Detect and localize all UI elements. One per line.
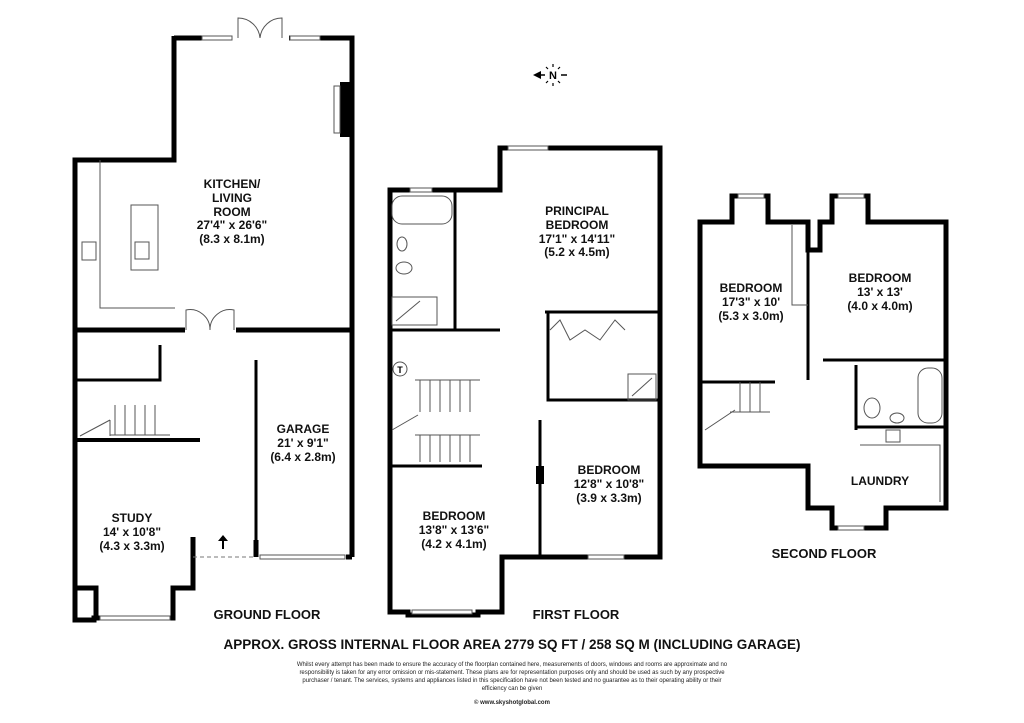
room-dimensions-imperial: 17'1" x 14'11" (538, 231, 616, 246)
room-name: LAUNDRY (850, 474, 910, 488)
gross-floor-area: APPROX. GROSS INTERNAL FLOOR AREA 2779 S… (223, 637, 801, 652)
floor-title-ground: GROUND FLOOR (213, 607, 321, 622)
room-dimensions-metric: (4.3 x 3.3m) (99, 538, 165, 553)
room-name: BEDROOM (577, 463, 641, 477)
floor-title-second: SECOND FLOOR (771, 546, 877, 561)
room-dimensions-imperial: 13'8" x 13'6" (418, 522, 490, 537)
entrance-arrow-icon (218, 535, 228, 549)
room-name: BEDROOM (545, 217, 609, 232)
copyright-link[interactable]: © www.skyshotglobal.com (474, 700, 550, 706)
room-name: PRINCIPAL (545, 204, 609, 218)
hob-icon (81, 241, 97, 261)
kitchen-island (130, 204, 159, 271)
room-name: LIVING (211, 190, 253, 205)
room-name: STUDY (111, 511, 153, 525)
room-label-bedroom-first-right: BEDROOM 12'8" x 10'8" (3.9 x 3.3m) (573, 463, 645, 505)
fireplace-icon (340, 82, 350, 137)
compass-north-icon: N (531, 63, 571, 89)
room-dimensions-metric: (5.3 x 3.0m) (718, 308, 784, 323)
room-dimensions-imperial: 27'4" x 26'6" (196, 218, 268, 233)
room-dimensions-imperial: 12'8" x 10'8" (573, 476, 645, 491)
room-label-study: STUDY 14' x 10'8" (4.3 x 3.3m) (99, 511, 165, 553)
room-dimensions-imperial: 17'3" x 10' (721, 294, 781, 309)
sink-icon (134, 241, 150, 260)
room-dimensions-metric: (4.0 x 4.0m) (847, 298, 913, 313)
svg-text:N: N (549, 70, 557, 82)
room-dimensions-metric: (8.3 x 8.1m) (199, 232, 265, 247)
room-name: GARAGE (276, 422, 330, 436)
room-name: BEDROOM (719, 281, 783, 295)
disclaimer-text: Whilst every attempt has been made to en… (296, 662, 728, 693)
floor-title-first: FIRST FLOOR (532, 607, 620, 622)
room-label-garage: GARAGE 21' x 9'1" (6.4 x 2.8m) (270, 422, 336, 464)
room-name: BEDROOM (422, 509, 486, 523)
room-dimensions-imperial: 21' x 9'1" (277, 435, 329, 450)
room-label-laundry: LAUNDRY (850, 474, 910, 489)
room-label-bedroom-second-right: BEDROOM 13' x 13' (4.0 x 4.0m) (847, 271, 913, 313)
room-dimensions-metric: (4.2 x 4.1m) (421, 536, 487, 551)
room-name: ROOM (213, 204, 251, 219)
room-label-bedroom-second-left: BEDROOM 17'3" x 10' (5.3 x 3.0m) (718, 281, 784, 323)
room-label-kitchen-living: KITCHEN/ LIVING ROOM 27'4" x 26'6" (8.3 … (196, 177, 268, 247)
room-label-bedroom-first-left: BEDROOM 13'8" x 13'6" (4.2 x 4.1m) (418, 509, 490, 551)
room-dimensions-imperial: 13' x 13' (857, 284, 903, 299)
room-dimensions-metric: (5.2 x 4.5m) (544, 245, 610, 260)
room-dimensions-metric: (6.4 x 2.8m) (270, 449, 336, 464)
room-name: KITCHEN/ (203, 177, 261, 191)
room-dimensions-imperial: 14' x 10'8" (102, 524, 162, 539)
tank-marker: T (397, 365, 403, 375)
room-name: BEDROOM (848, 271, 912, 285)
room-label-principal-bedroom: PRINCIPAL BEDROOM 17'1" x 14'11" (5.2 x … (538, 204, 616, 260)
room-dimensions-metric: (3.9 x 3.3m) (576, 490, 642, 505)
